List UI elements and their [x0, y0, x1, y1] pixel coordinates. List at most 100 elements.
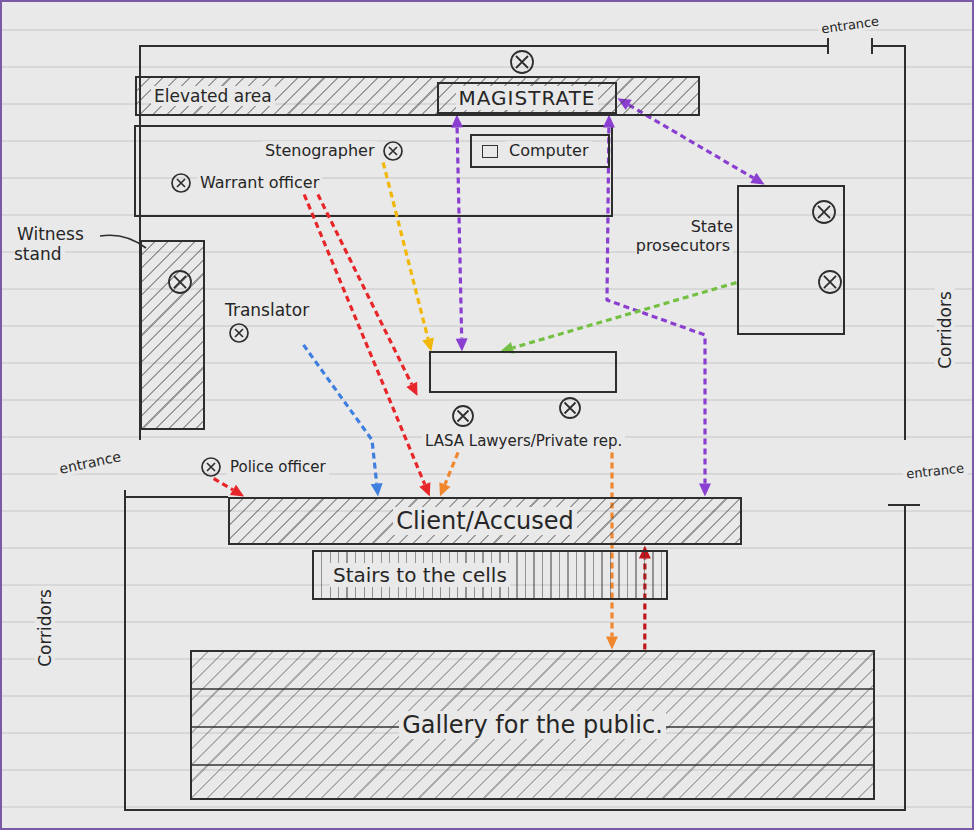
marker-circle — [560, 398, 580, 418]
connector-line — [457, 128, 462, 339]
marker-cross — [565, 403, 576, 414]
computer-screen — [482, 145, 498, 158]
arrowhead — [606, 636, 618, 649]
marker-circle — [819, 271, 841, 293]
prosecutor-seats — [739, 187, 843, 333]
label-holder: entrance — [817, 10, 883, 38]
label-holder: entrance — [902, 457, 968, 483]
node-label: Client/Accused — [393, 507, 577, 536]
node-label: Police officer — [227, 458, 329, 476]
marker-cross — [207, 463, 215, 471]
arrowhead — [422, 337, 434, 351]
magistrate-marker — [511, 51, 533, 73]
police-officer-seat: Police officer — [200, 456, 329, 478]
connector — [383, 163, 434, 352]
arrowhead — [456, 338, 468, 351]
marker-circle — [384, 142, 402, 160]
person-marker — [200, 456, 222, 478]
arrowhead — [230, 485, 244, 497]
node-label: State prosecutors — [636, 217, 733, 255]
lower-room-wall — [125, 490, 920, 810]
arrowhead — [406, 382, 417, 396]
witness-seat — [142, 242, 203, 428]
node-label: LASA Lawyers/Private rep. — [422, 432, 625, 450]
arrowhead — [451, 115, 463, 128]
person-marker — [382, 140, 404, 162]
stairs-box: Stairs to the cells — [312, 550, 668, 600]
marker-cross — [516, 56, 528, 68]
node-label: MAGISTRATE — [456, 86, 599, 110]
connector-line — [318, 195, 412, 385]
witness-stand: Witness stand — [140, 240, 205, 430]
arrowhead — [439, 482, 450, 496]
marker-circle — [813, 201, 835, 223]
connector-line — [513, 283, 737, 348]
marker-circle — [169, 271, 191, 293]
entrance-note: entrance — [817, 13, 882, 37]
marker-circle — [172, 174, 190, 192]
label-holder: State prosecutors — [621, 217, 733, 255]
corridor-label: Corridors — [35, 586, 55, 670]
marker-circle — [230, 324, 248, 342]
translator-seat: Translator — [222, 300, 312, 344]
marker-circle — [511, 51, 533, 73]
label-holder: entrance — [55, 446, 126, 479]
marker-cross — [235, 329, 243, 337]
node-label: Translator — [222, 300, 312, 320]
arrowhead — [750, 173, 764, 185]
magistrate-bench: MAGISTRATE — [437, 82, 617, 114]
arrowhead — [603, 115, 615, 128]
label-holder: LASA Lawyers/Private rep. — [422, 431, 625, 450]
dock: Client/Accused — [228, 497, 742, 545]
marker-circle — [453, 406, 473, 426]
connector — [500, 283, 736, 354]
connector — [214, 479, 244, 497]
node-label: Gallery for the public. — [399, 711, 666, 740]
connector-line — [304, 195, 425, 485]
connector-line — [214, 479, 233, 490]
person-marker — [228, 322, 250, 344]
lawyer-table: LASA Lawyers/Private rep. — [418, 352, 686, 452]
marker-cross — [177, 179, 185, 187]
node-label: Elevated area — [151, 86, 275, 106]
marker-cross — [174, 276, 186, 288]
upper-room-wall — [140, 38, 905, 440]
marker-circle — [202, 458, 220, 476]
connector — [439, 453, 458, 497]
node-label: Warrant officer — [197, 173, 322, 192]
computer-box: Computer — [470, 134, 610, 168]
label-holder: Witness stand — [14, 224, 114, 265]
node-label: Computer — [506, 141, 592, 160]
marker-cross — [389, 147, 397, 155]
label-holder: Corridors — [35, 586, 55, 670]
node-label: Witness stand — [14, 224, 84, 264]
connector — [304, 195, 430, 497]
marker-cross — [824, 276, 836, 288]
node-label: Stairs to the cells — [330, 563, 510, 587]
connector — [451, 115, 468, 352]
marker-cross — [458, 411, 469, 422]
elevated-band: Elevated area MAGISTRATE — [135, 76, 700, 116]
label-holder: Elevated area — [151, 86, 275, 106]
marker-cross — [818, 206, 830, 218]
bench-outline — [135, 126, 612, 216]
public-gallery: Gallery for the public. — [190, 650, 875, 800]
prosecutor-table: State prosecutors — [737, 185, 845, 335]
desk-outline — [430, 352, 616, 392]
person-marker — [170, 172, 192, 194]
stenographer-seat: Stenographer — [262, 140, 404, 162]
arrowhead — [419, 482, 430, 496]
label-holder: Corridors — [935, 288, 955, 372]
connector — [318, 195, 418, 396]
entrance-note: entrance — [55, 448, 125, 478]
connector-line — [383, 163, 428, 339]
arrowhead — [699, 483, 711, 496]
warrant-officer-seat: Warrant officer — [170, 172, 322, 194]
connector-line — [445, 453, 458, 485]
arrowhead — [371, 483, 383, 497]
corridor-label: Corridors — [935, 288, 955, 372]
node-label: Stenographer — [262, 141, 377, 160]
ruled-lines — [0, 30, 974, 807]
